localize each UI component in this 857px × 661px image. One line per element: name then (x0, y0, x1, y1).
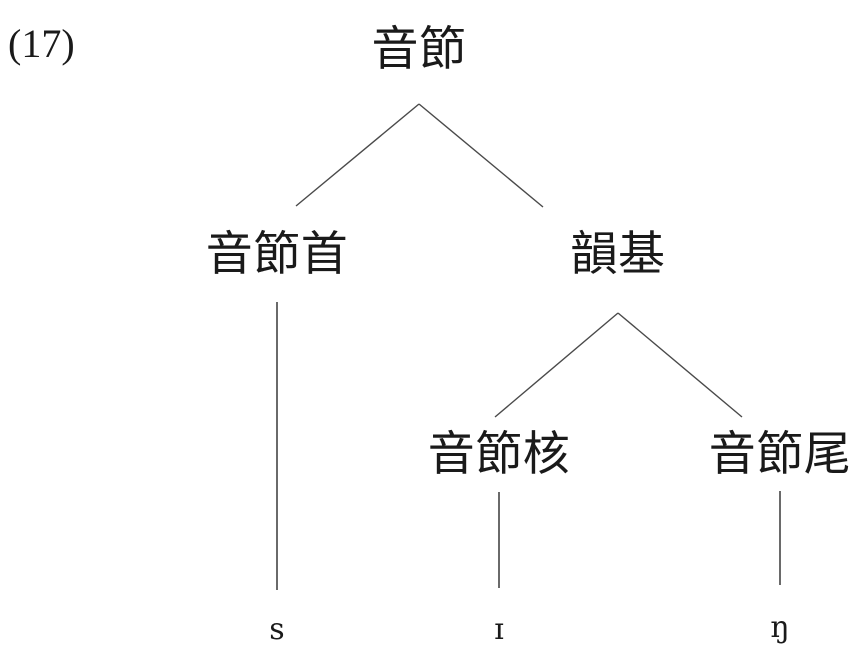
terminal-coda-segment: ŋ (770, 610, 790, 645)
terminal-nucleus-segment: ɪ (494, 612, 504, 647)
example-number: (17) (8, 21, 75, 66)
edge-root-onset (295, 103, 420, 207)
node-rime: 韻基 (570, 227, 666, 282)
node-nucleus: 音節核 (427, 427, 571, 482)
terminal-onset-segment: s (269, 612, 285, 647)
edge-root-rime (418, 103, 544, 208)
node-onset: 音節首 (205, 227, 349, 282)
edge-rime-coda (617, 312, 743, 418)
node-coda: 音節尾 (708, 427, 852, 482)
node-syllable-root: 音節 (371, 22, 467, 77)
edge-rime-nucleus (494, 312, 619, 418)
